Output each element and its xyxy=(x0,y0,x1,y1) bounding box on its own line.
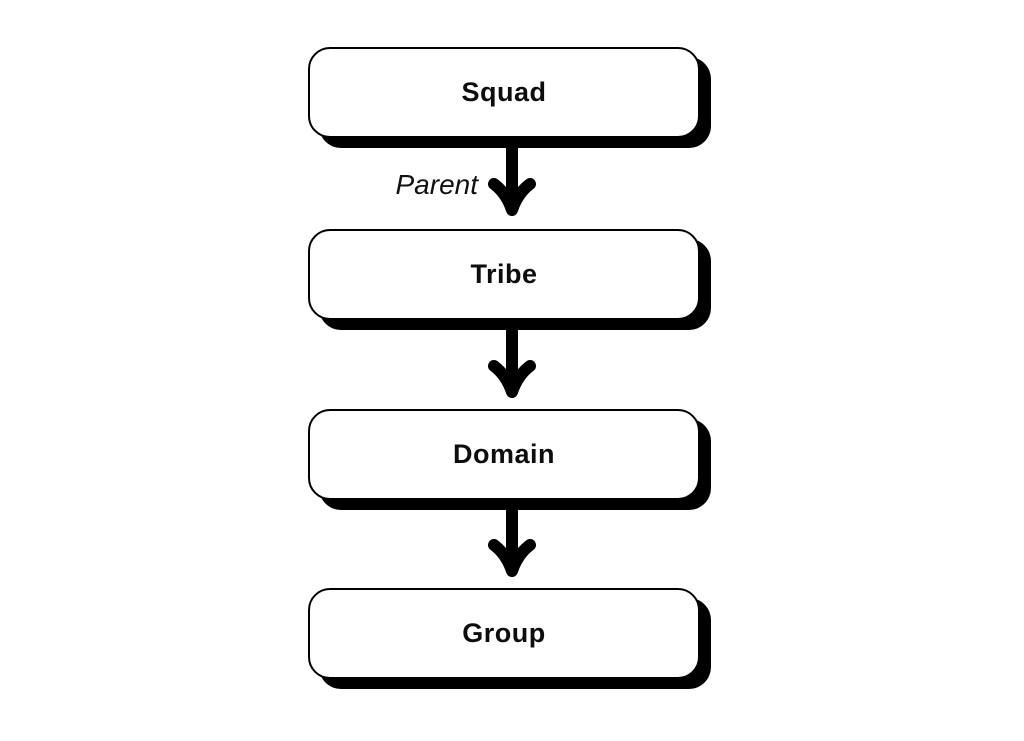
arrow-down-icon xyxy=(488,507,536,577)
node-label: Group xyxy=(462,618,546,648)
arrow-down-icon xyxy=(488,146,536,216)
node-label: Tribe xyxy=(470,259,538,289)
node-tribe: Tribe xyxy=(308,229,700,320)
node-label: Squad xyxy=(461,77,547,107)
arrow-down-icon xyxy=(488,328,536,398)
connector-label: Parent xyxy=(395,169,479,200)
node-domain: Domain xyxy=(308,409,700,500)
node-squad: Squad xyxy=(308,47,700,138)
node-label: Domain xyxy=(452,439,555,469)
node-group: Group xyxy=(308,588,700,679)
